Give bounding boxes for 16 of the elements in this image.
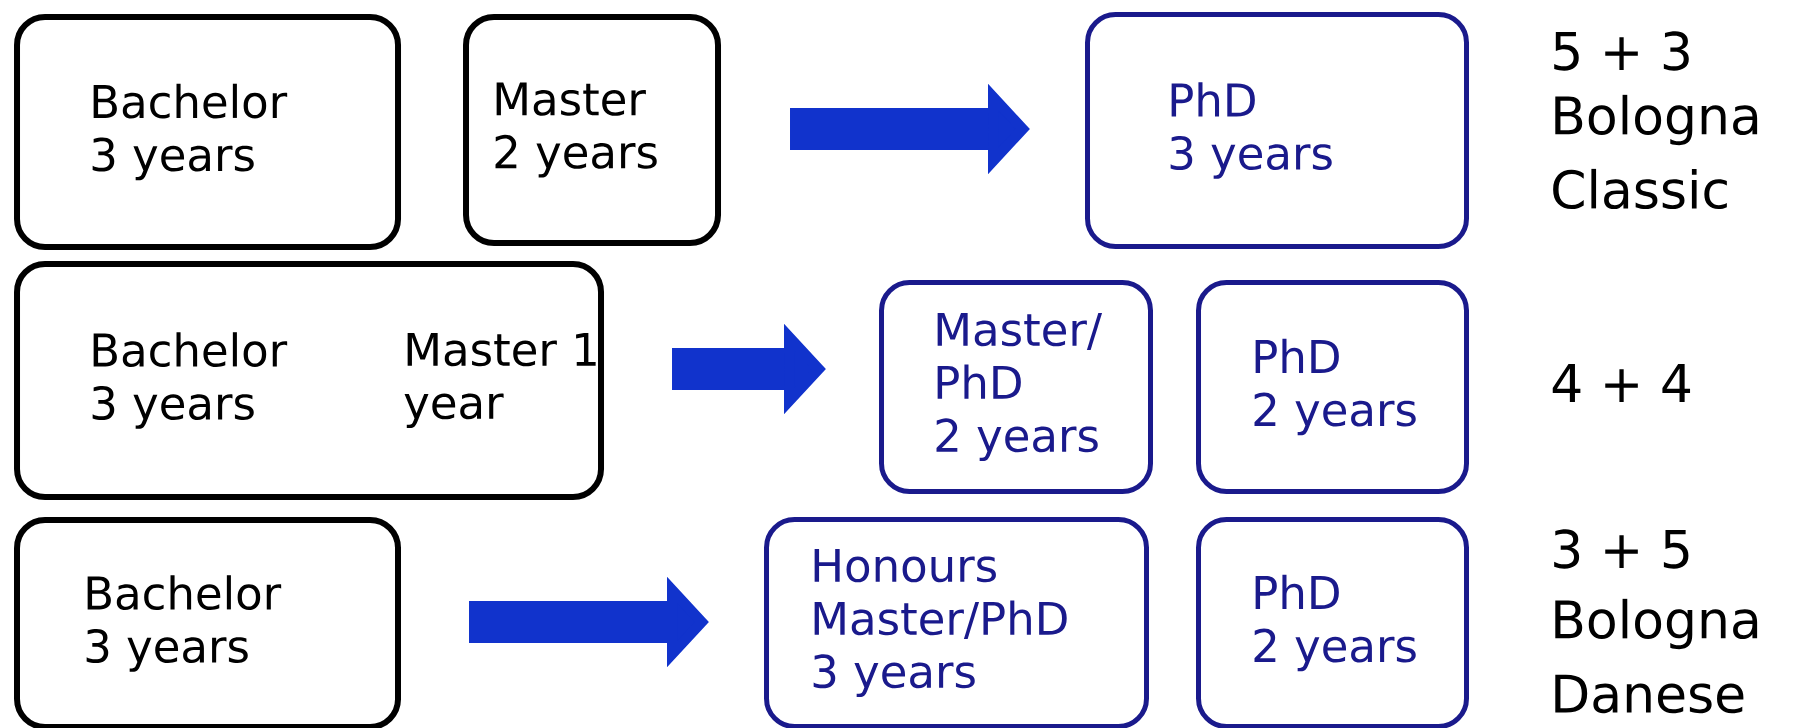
- side-label: Danese: [1555, 674, 1744, 714]
- process-box: PhD 3 years: [1085, 12, 1469, 249]
- process-box: Master/ PhD 2 years: [879, 280, 1153, 494]
- process-box: PhD 2 years: [1196, 517, 1469, 728]
- side-label: Bologna: [1555, 598, 1758, 650]
- side-label: 5 + 3: [1554, 31, 1689, 71]
- process-box: PhD 2 years: [1196, 280, 1469, 494]
- process-box: Bachelor 3 years Master 1 year: [14, 261, 604, 500]
- side-label: Bologna: [1555, 94, 1758, 146]
- process-box: Master 2 years: [463, 14, 721, 246]
- process-box: Bachelor 3 years: [14, 517, 401, 728]
- side-label: Classic: [1553, 168, 1727, 210]
- side-label: 4 + 4: [1552, 364, 1691, 402]
- side-label: 3 + 5: [1554, 529, 1689, 569]
- process-box: Honours Master/PhD 3 years: [764, 517, 1149, 728]
- process-box: Bachelor 3 years: [14, 14, 401, 250]
